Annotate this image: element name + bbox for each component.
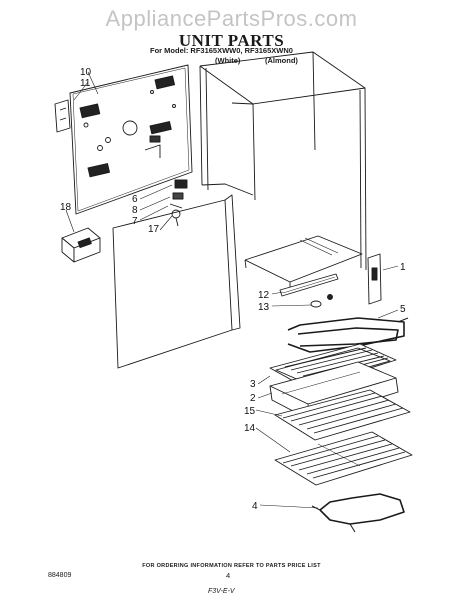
watermark: AppliancePartsPros.com — [105, 6, 358, 31]
color-white: (White) — [215, 56, 241, 65]
callout-14: 14 — [244, 423, 256, 434]
control-box — [61, 227, 101, 263]
callout-15: 15 — [244, 406, 256, 417]
page-number: 4 — [226, 571, 231, 580]
callout-5: 5 — [400, 304, 406, 315]
clip-part — [310, 294, 333, 308]
signature-mark: F3V-E-V — [208, 588, 235, 595]
callout-17: 17 — [148, 224, 160, 235]
broil-element — [311, 493, 405, 533]
oven-rack-lower — [274, 431, 413, 486]
back-panel — [69, 64, 193, 215]
callout-13: 13 — [258, 302, 270, 313]
side-trim-part — [367, 253, 382, 305]
figure-code: 884809 — [48, 572, 72, 579]
leader-lines — [65, 71, 399, 509]
callout-8: 8 — [132, 205, 138, 216]
callout-11: 11 — [80, 78, 91, 89]
callout-7: 7 — [132, 216, 138, 227]
models-line: For Model: RF3165XWW0, RF3165XWN0 — [150, 46, 293, 55]
callout-1: 1 — [400, 262, 406, 273]
color-almond: (Almond) — [265, 56, 298, 65]
page-title: UNIT PARTS — [178, 31, 285, 50]
oven-rack-upper — [274, 389, 411, 441]
callout-18: 18 — [60, 202, 72, 213]
callout-12: 12 — [258, 290, 270, 301]
callout-3: 3 — [250, 379, 256, 390]
oven-cabinet — [112, 51, 367, 369]
ordering-note: FOR ORDERING INFORMATION REFER TO PARTS … — [142, 563, 321, 569]
bake-element — [287, 317, 409, 353]
rail-part — [279, 273, 339, 297]
callout-10: 10 — [80, 67, 92, 78]
panel-bracket — [54, 99, 71, 133]
callout-6: 6 — [132, 194, 138, 205]
callout-4: 4 — [252, 501, 258, 512]
small-components — [169, 179, 188, 227]
callout-2: 2 — [250, 393, 256, 404]
